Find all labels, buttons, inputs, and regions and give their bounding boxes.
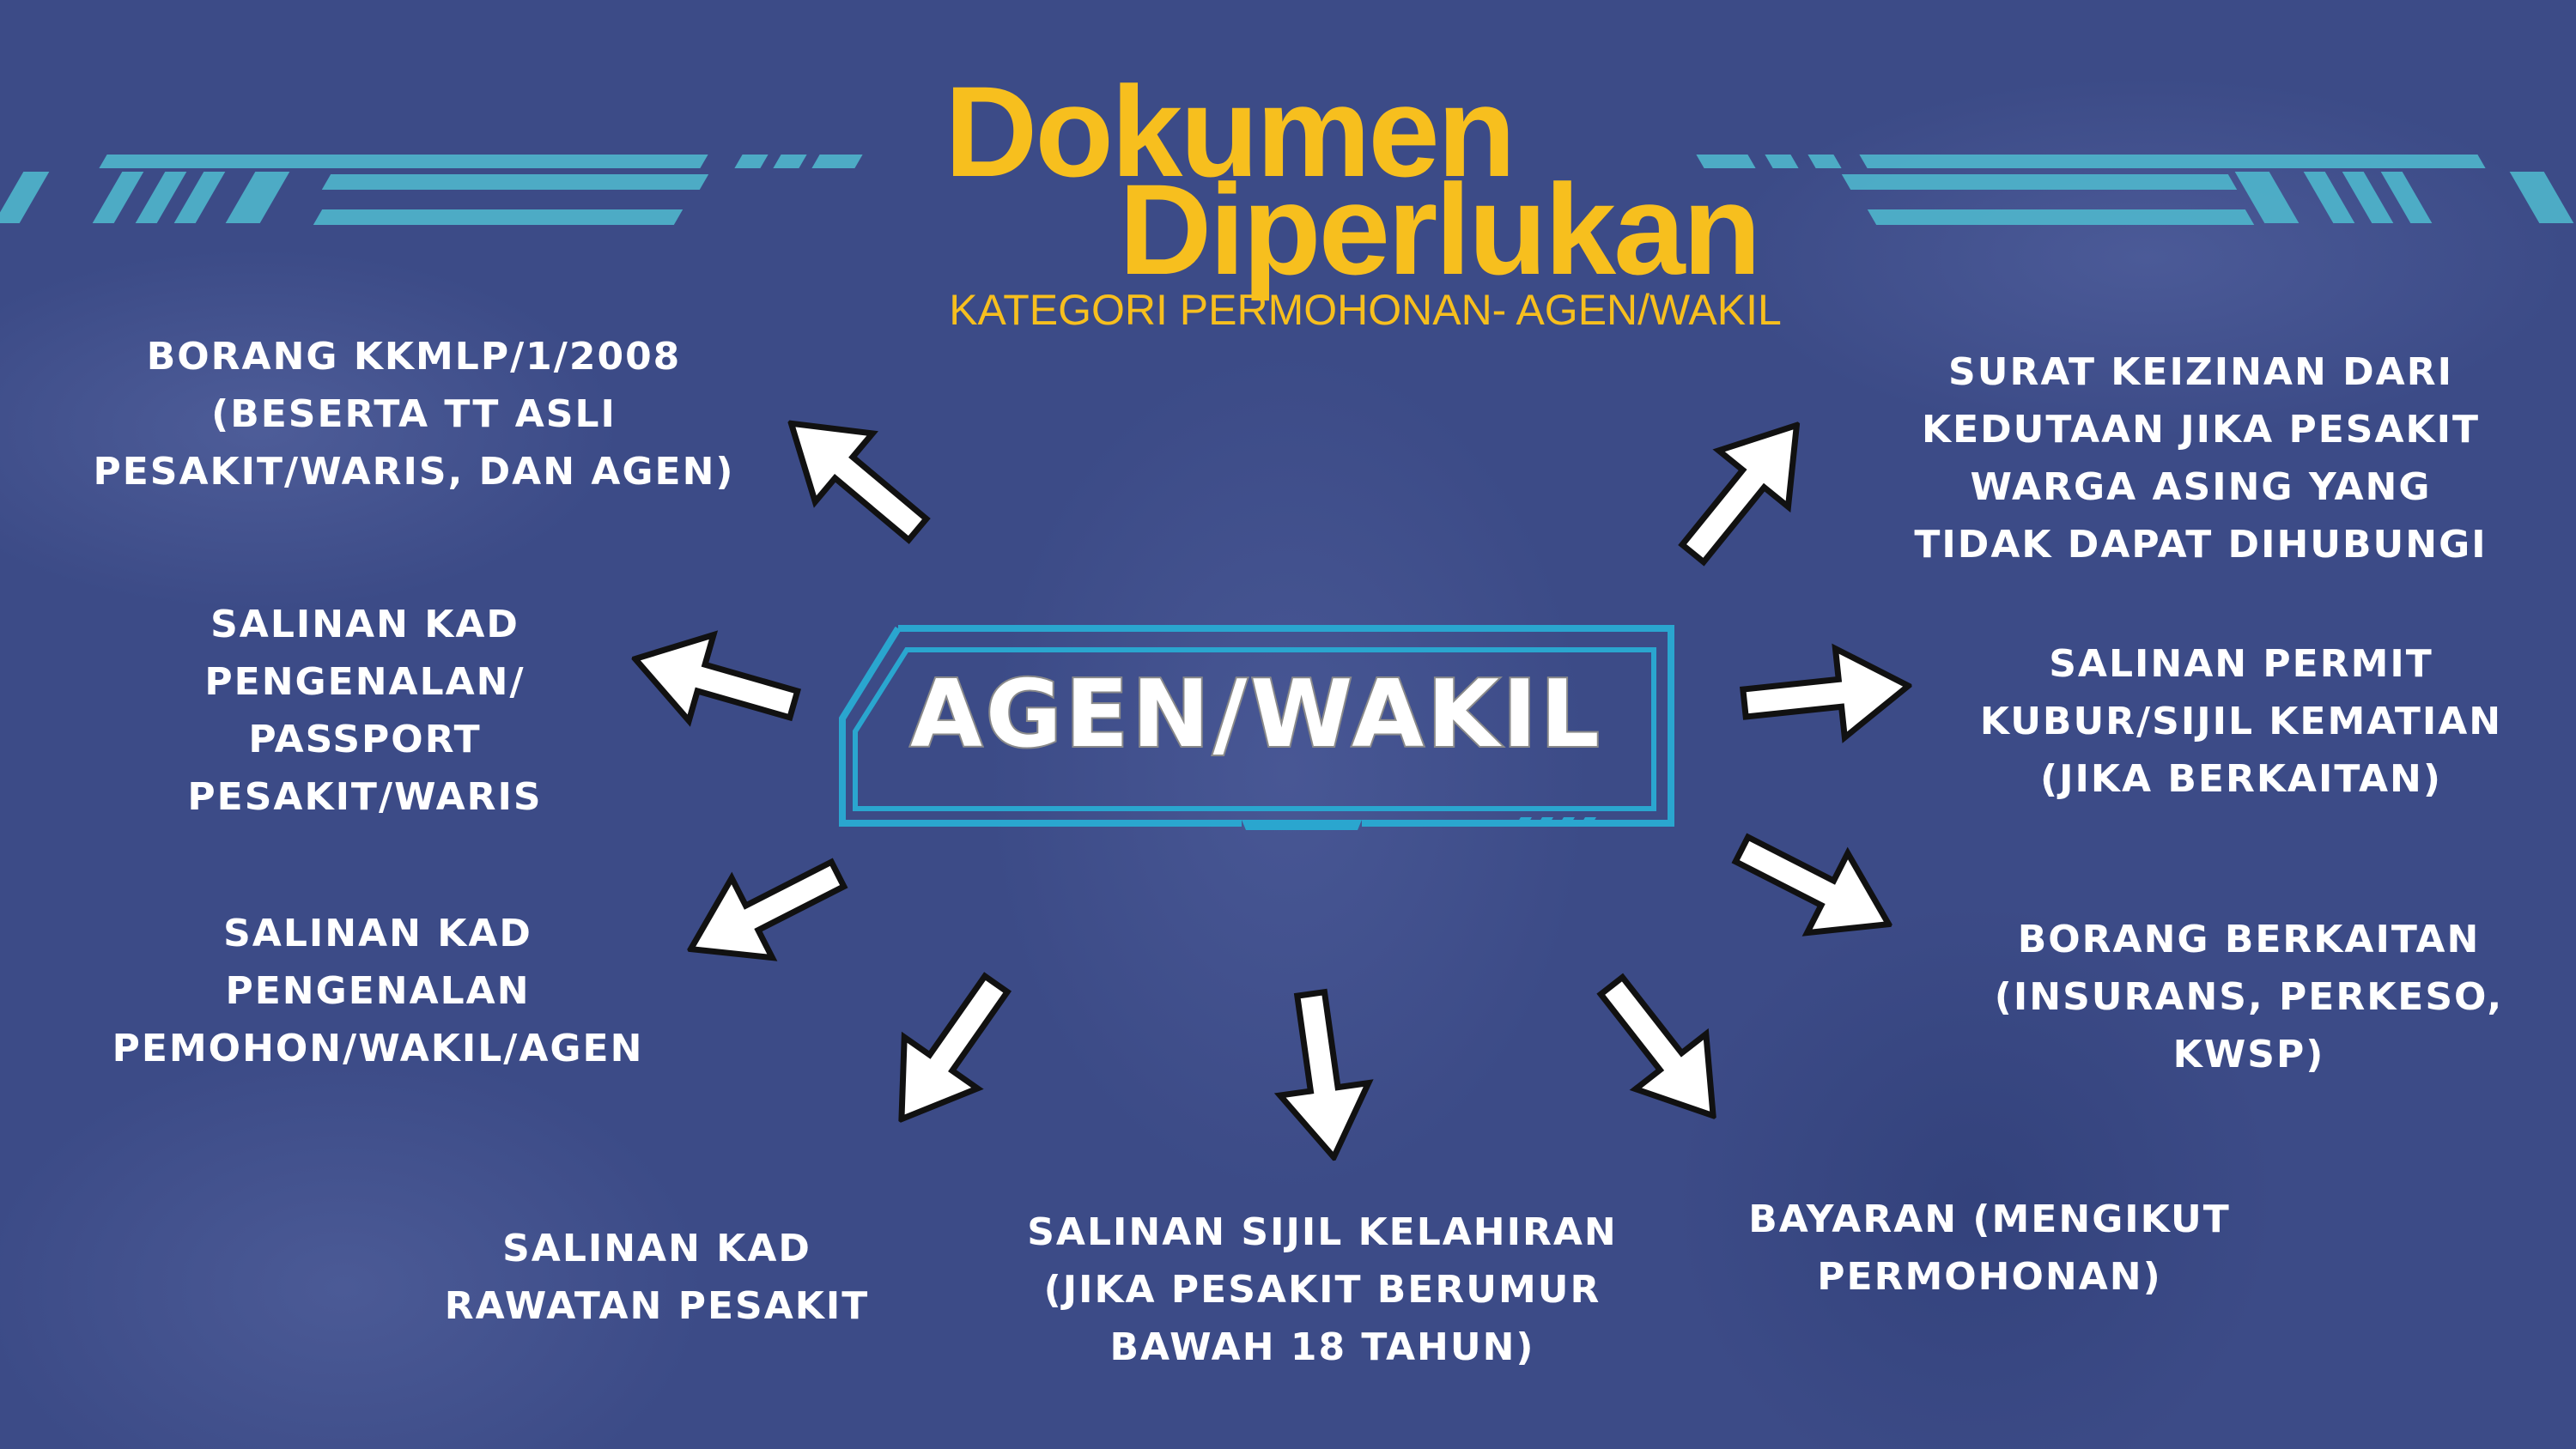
cursor-arrow-icon: [1650, 391, 1838, 589]
center-frame: [839, 625, 1674, 830]
document-kad-pengenalan-pesakit: SALINAN KAD PENGENALAN/ PASSPORT PESAKIT…: [187, 596, 542, 826]
document-surat-keizinan: SURAT KEIZINAN DARI KEDUTAAN JIKA PESAKI…: [1914, 343, 2487, 573]
text-line: PESAKIT/WARIS: [187, 775, 543, 819]
text-line: PASSPORT: [248, 718, 482, 761]
cursor-arrow-icon: [1569, 951, 1756, 1149]
cursor-arrow-icon: [1716, 802, 1916, 972]
title-line-2: Diperlukan: [1119, 157, 1761, 301]
document-bayaran: BAYARAN (MENGIKUT PERMOHONAN): [1748, 1191, 2230, 1306]
document-permit-kubur: SALINAN PERMIT KUBUR/SIJIL KEMATIAN (JIK…: [1980, 635, 2502, 808]
cursor-arrow-icon: [857, 952, 1040, 1152]
text-line: SALINAN KAD: [210, 603, 519, 646]
text-line: RAWATAN PESAKIT: [444, 1284, 870, 1328]
text-line: KEDUTAAN JIKA PESAKIT: [1922, 408, 2480, 452]
document-sijil-kelahiran: SALINAN SIJIL KELAHIRAN (JIKA PESAKIT BE…: [1027, 1203, 1618, 1376]
center-label: AGEN/WAKIL: [908, 659, 1603, 770]
text-line: BORANG KKMLP/1/2008: [146, 335, 682, 379]
text-line: (JIKA PESAKIT BERUMUR: [1043, 1268, 1601, 1312]
text-line: TIDAK DAPAT DIHUBUNGI: [1914, 523, 2488, 567]
text-line: BAYARAN (MENGIKUT: [1748, 1197, 2231, 1241]
text-line: SALINAN KAD: [502, 1227, 811, 1270]
text-line: PEMOHON/WAKIL/AGEN: [112, 1027, 644, 1070]
text-line: PENGENALAN/: [204, 660, 526, 704]
text-line: KUBUR/SIJIL KEMATIAN: [1979, 700, 2503, 743]
text-line: SALINAN KAD: [223, 912, 532, 955]
title-line-1: Dokumen: [945, 59, 1516, 203]
subtitle: KATEGORI PERMOHONAN- AGEN/WAKIL: [949, 286, 1782, 334]
document-kad-pengenalan-pemohon: SALINAN KAD PENGENALAN PEMOHON/WAKIL/AGE…: [112, 905, 644, 1077]
document-borang-kkmlp: BORANG KKMLP/1/2008 (BESERTA TT ASLI PES…: [93, 328, 734, 500]
text-line: BORANG BERKAITAN: [2017, 918, 2481, 961]
text-line: WARGA ASING YANG: [1970, 465, 2432, 509]
text-line: SALINAN PERMIT: [2049, 642, 2433, 686]
cursor-arrow-icon: [665, 827, 865, 997]
text-line: PERMOHONAN): [1817, 1255, 2162, 1299]
cursor-arrow-icon: [617, 609, 811, 755]
text-line: (JIKA BERKAITAN): [2040, 757, 2442, 801]
document-borang-berkaitan: BORANG BERKAITAN (INSURANS, PERKESO, KWS…: [1995, 911, 2503, 1083]
document-kad-rawatan: SALINAN KAD RAWATAN PESAKIT: [445, 1220, 869, 1335]
text-line: (INSURANS, PERKESO,: [1994, 975, 2504, 1019]
text-line: PESAKIT/WARIS, DAN AGEN): [93, 450, 735, 494]
text-line: PENGENALAN: [225, 969, 531, 1013]
text-line: KWSP): [2172, 1033, 2325, 1076]
text-line: (BESERTA TT ASLI: [211, 392, 617, 436]
cursor-arrow-icon: [1735, 634, 1917, 755]
text-line: SALINAN SIJIL KELAHIRAN: [1027, 1210, 1618, 1254]
text-line: BAWAH 18 TAHUN): [1109, 1325, 1535, 1369]
cursor-arrow-icon: [1260, 984, 1386, 1168]
text-line: SURAT KEIZINAN DARI: [1948, 350, 2453, 394]
cursor-arrow-icon: [756, 382, 953, 571]
